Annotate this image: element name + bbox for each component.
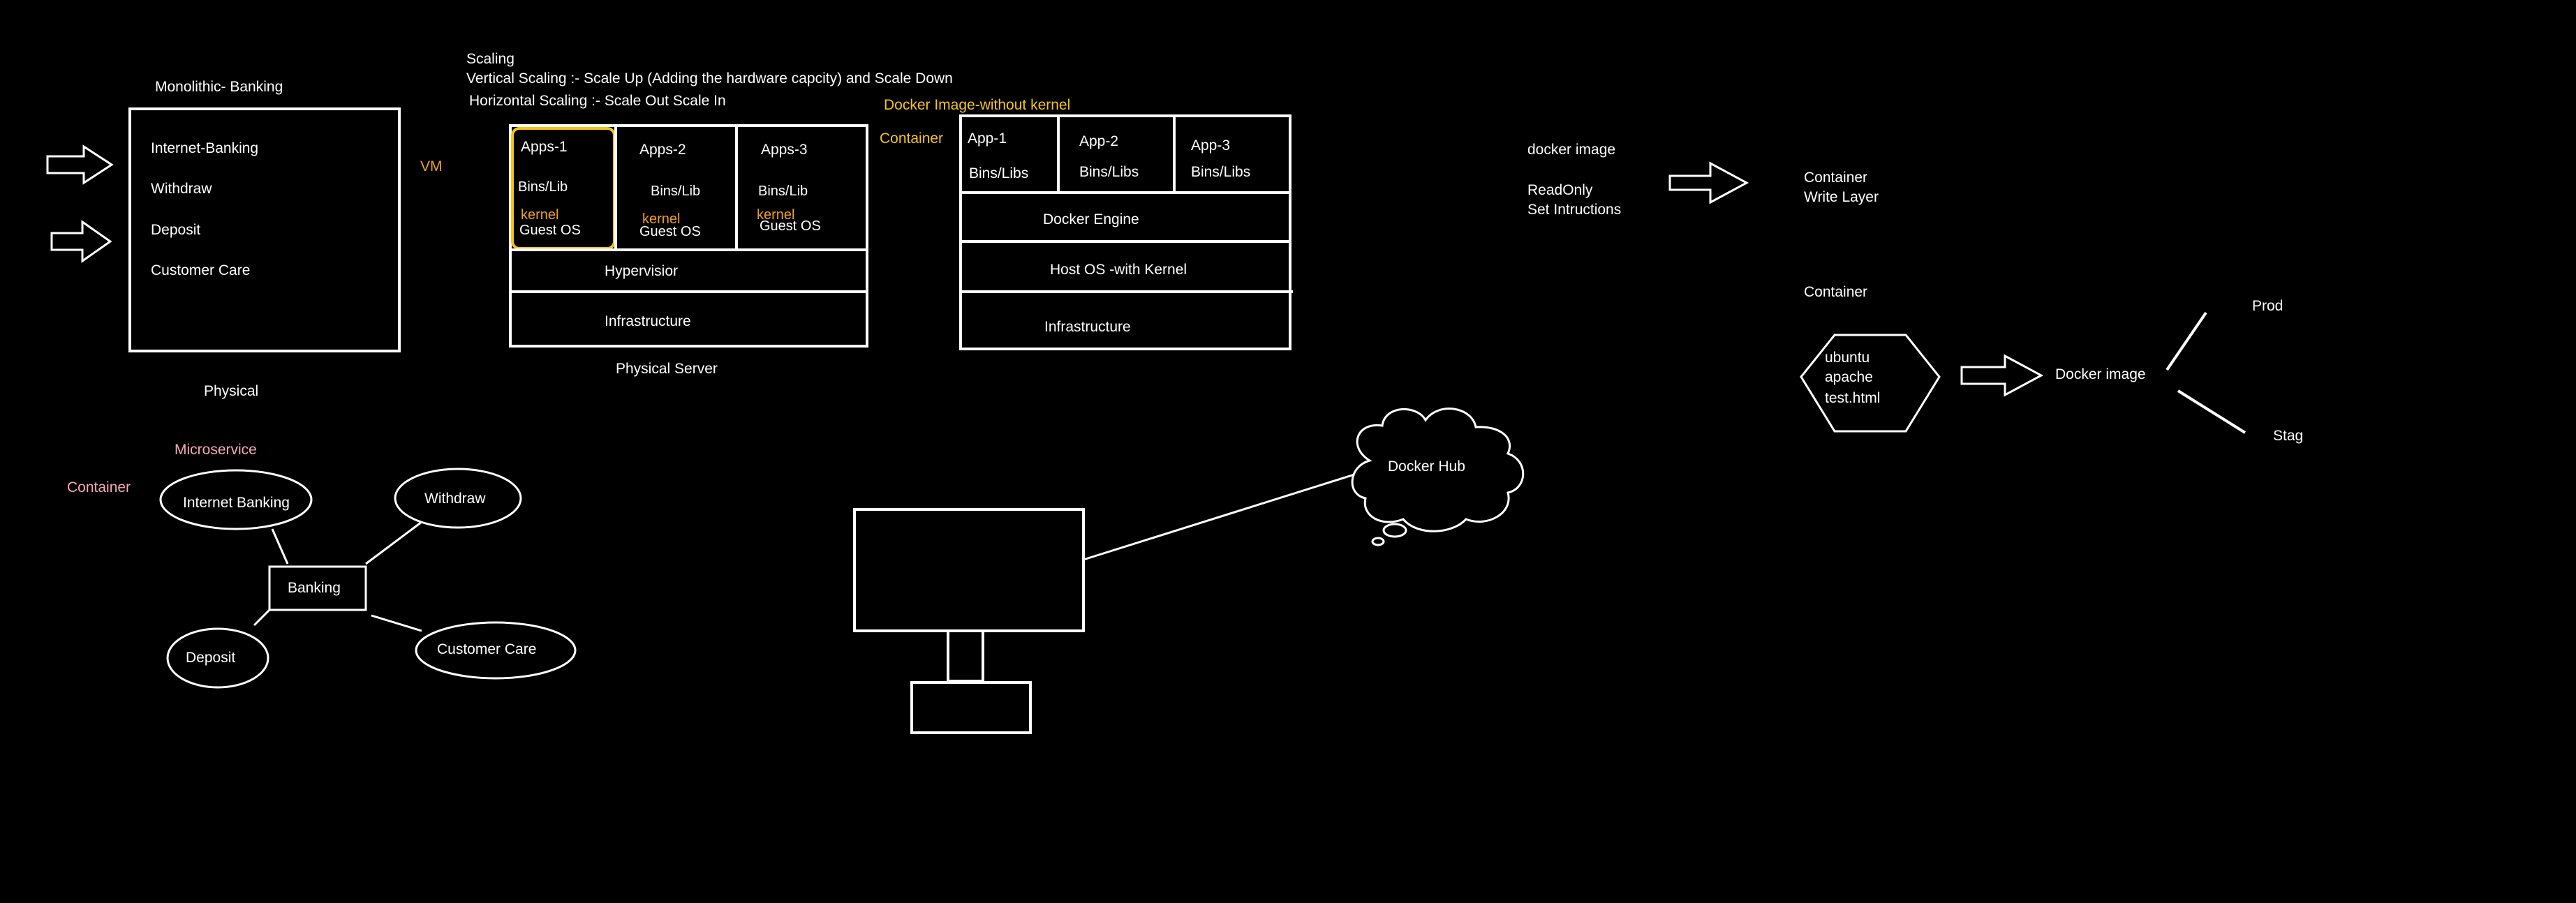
docker-infrastructure-label: Infrastructure [1044,319,1131,335]
set-instructions-label: Set Intructions [1527,202,1622,218]
arrow-right-icon [46,144,114,185]
banking-box [268,565,367,611]
monitor-screen [853,508,1085,632]
arrow-right-icon [1960,354,2044,397]
arrow-right-icon [1668,161,1749,204]
arrow-right-icon [50,220,112,263]
edge [365,521,422,565]
vm-app-2-os: Guest OS [639,224,701,239]
banking-label: Banking [288,580,341,596]
cloud-icon [1351,408,1525,546]
node-withdraw [394,468,522,529]
node-customer-care-label: Customer Care [437,641,537,657]
monitor-base [910,681,1032,734]
physical-label: Physical [204,383,259,399]
node-customer-care [415,621,577,680]
docker-app-3-name: App-3 [1191,137,1231,154]
docker-image-title: Docker Image-without kernel [884,97,1071,113]
hypervisor-box [509,248,868,293]
stag-label: Stag [2273,428,2304,444]
docker-infrastructure-box [959,290,1291,350]
microservice-title: Microservice [175,442,257,458]
monolithic-title: Monolithic- Banking [155,79,283,95]
vertical-scaling: Vertical Scaling :- Scale Up (Adding the… [466,70,953,87]
prod-label: Prod [2252,298,2283,314]
readonly-label: ReadOnly [1527,182,1593,198]
vm-infrastructure-box [509,290,868,348]
vm-app-1-name: Apps-1 [521,139,568,155]
vm-app-1-os: Guest OS [519,223,581,238]
vm-app-1-kernel: kernel [521,207,559,223]
docker-app-2-bins: Bins/Libs [1079,164,1139,180]
vm-infrastructure-label: Infrastructure [605,313,691,329]
docker-app-1-bins: Bins/Libs [969,165,1029,181]
hex-line-apache: apache [1825,369,1873,385]
mono-item-withdraw: Withdraw [151,181,212,197]
vm-app-3-name: Apps-3 [761,142,808,158]
physical-server-label: Physical Server [616,361,718,377]
docker-image-label: docker image [1527,142,1616,158]
node-deposit-label: Deposit [186,650,236,666]
hex-line-test: test.html [1825,390,1881,406]
mono-item-deposit: Deposit [151,222,201,238]
vm-label: VM [420,158,443,174]
node-withdraw-label: Withdraw [424,491,486,507]
edge [253,609,271,627]
prod-line [2166,311,2207,371]
container-label-docker: Container [880,130,944,147]
monolithic-box [128,107,401,352]
write-layer-label: Write Layer [1804,189,1879,205]
hex-line-ubuntu: ubuntu [1825,350,1870,366]
node-internet-banking [159,469,313,530]
microservice-container-label: Container [67,479,131,495]
host-os-label: Host OS -with Kernel [1050,262,1187,278]
vm-app-3-bins: Bins/Lib [758,184,808,199]
horizontal-scaling: Horizontal Scaling :- Scale Out Scale In [469,93,726,109]
scaling-title: Scaling [466,51,515,67]
workflow-docker-image: Docker image [2055,366,2146,382]
hub-connection [1083,473,1355,561]
vm-app-3-os: Guest OS [760,218,821,234]
docker-engine-label: Docker Engine [1043,211,1139,227]
container-write-title: Container [1804,170,1868,186]
vm-app-3-kernel: kernel [757,207,795,223]
vm-app-2-kernel: kernel [642,211,681,227]
docker-app-1-name: App-1 [968,130,1007,147]
mono-item-internet-banking: Internet-Banking [151,140,259,156]
vm-app-2-name: Apps-2 [639,142,686,158]
monitor-neck [947,629,984,682]
vm-app-2-bins: Bins/Lib [651,184,701,199]
stag-line [2177,389,2246,434]
node-internet-banking-label: Internet Banking [183,495,290,511]
docker-hub-label: Docker Hub [1388,458,1465,475]
docker-app-3-bins: Bins/Libs [1191,164,1251,180]
node-deposit [166,627,269,689]
edge [271,528,289,565]
edge [371,614,422,632]
container-hexagon [1800,334,1941,433]
vm-app-1-bins: Bins/Lib [518,179,568,195]
workflow-container-title: Container [1804,284,1868,300]
docker-app-2-name: App-2 [1079,133,1119,149]
hypervisor-label: Hypervisior [605,263,679,279]
mono-item-customer-care: Customer Care [151,262,251,278]
